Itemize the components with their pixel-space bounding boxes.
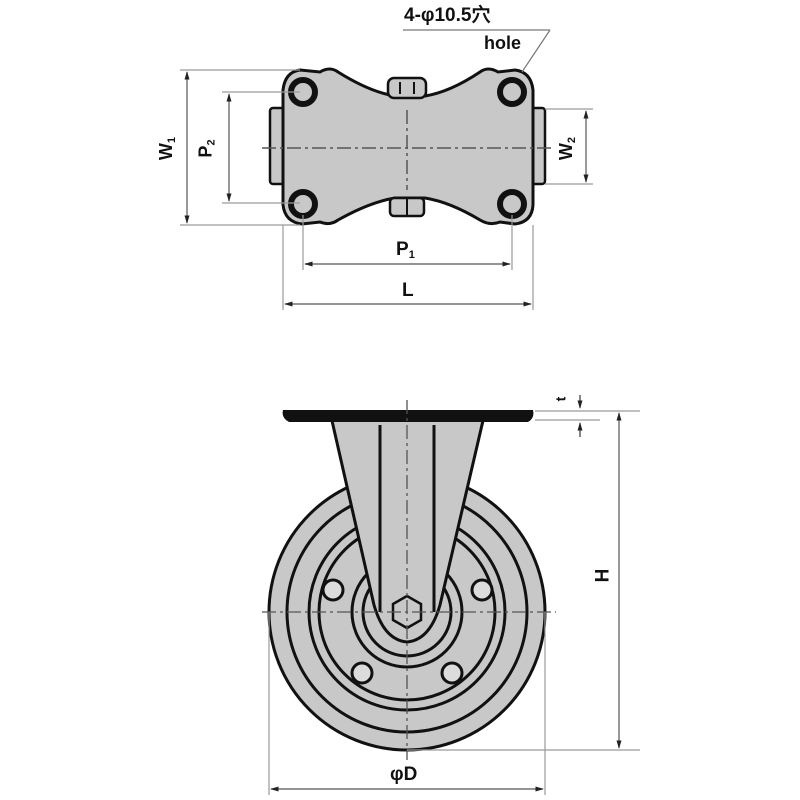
side-view-caster [262,400,556,760]
dimension-label-p1: P1 [396,239,415,261]
side-view-dimensions [268,395,640,795]
dimension-label-w2: W2 [556,136,579,161]
dimension-label-w1: W1 [156,136,179,161]
top-view-plate [262,67,552,226]
hole-callout-sublabel: hole [484,33,522,53]
dimension-label-l: L [402,280,414,301]
dimension-label-d: φD [390,764,418,785]
dimension-label-p2: P2 [195,139,218,158]
hole-callout-label: 4-φ10.5穴 [404,5,491,26]
top-view-dimensions [180,29,593,310]
dimension-label-t: t [552,396,569,402]
dimension-label-h: H [592,568,614,583]
